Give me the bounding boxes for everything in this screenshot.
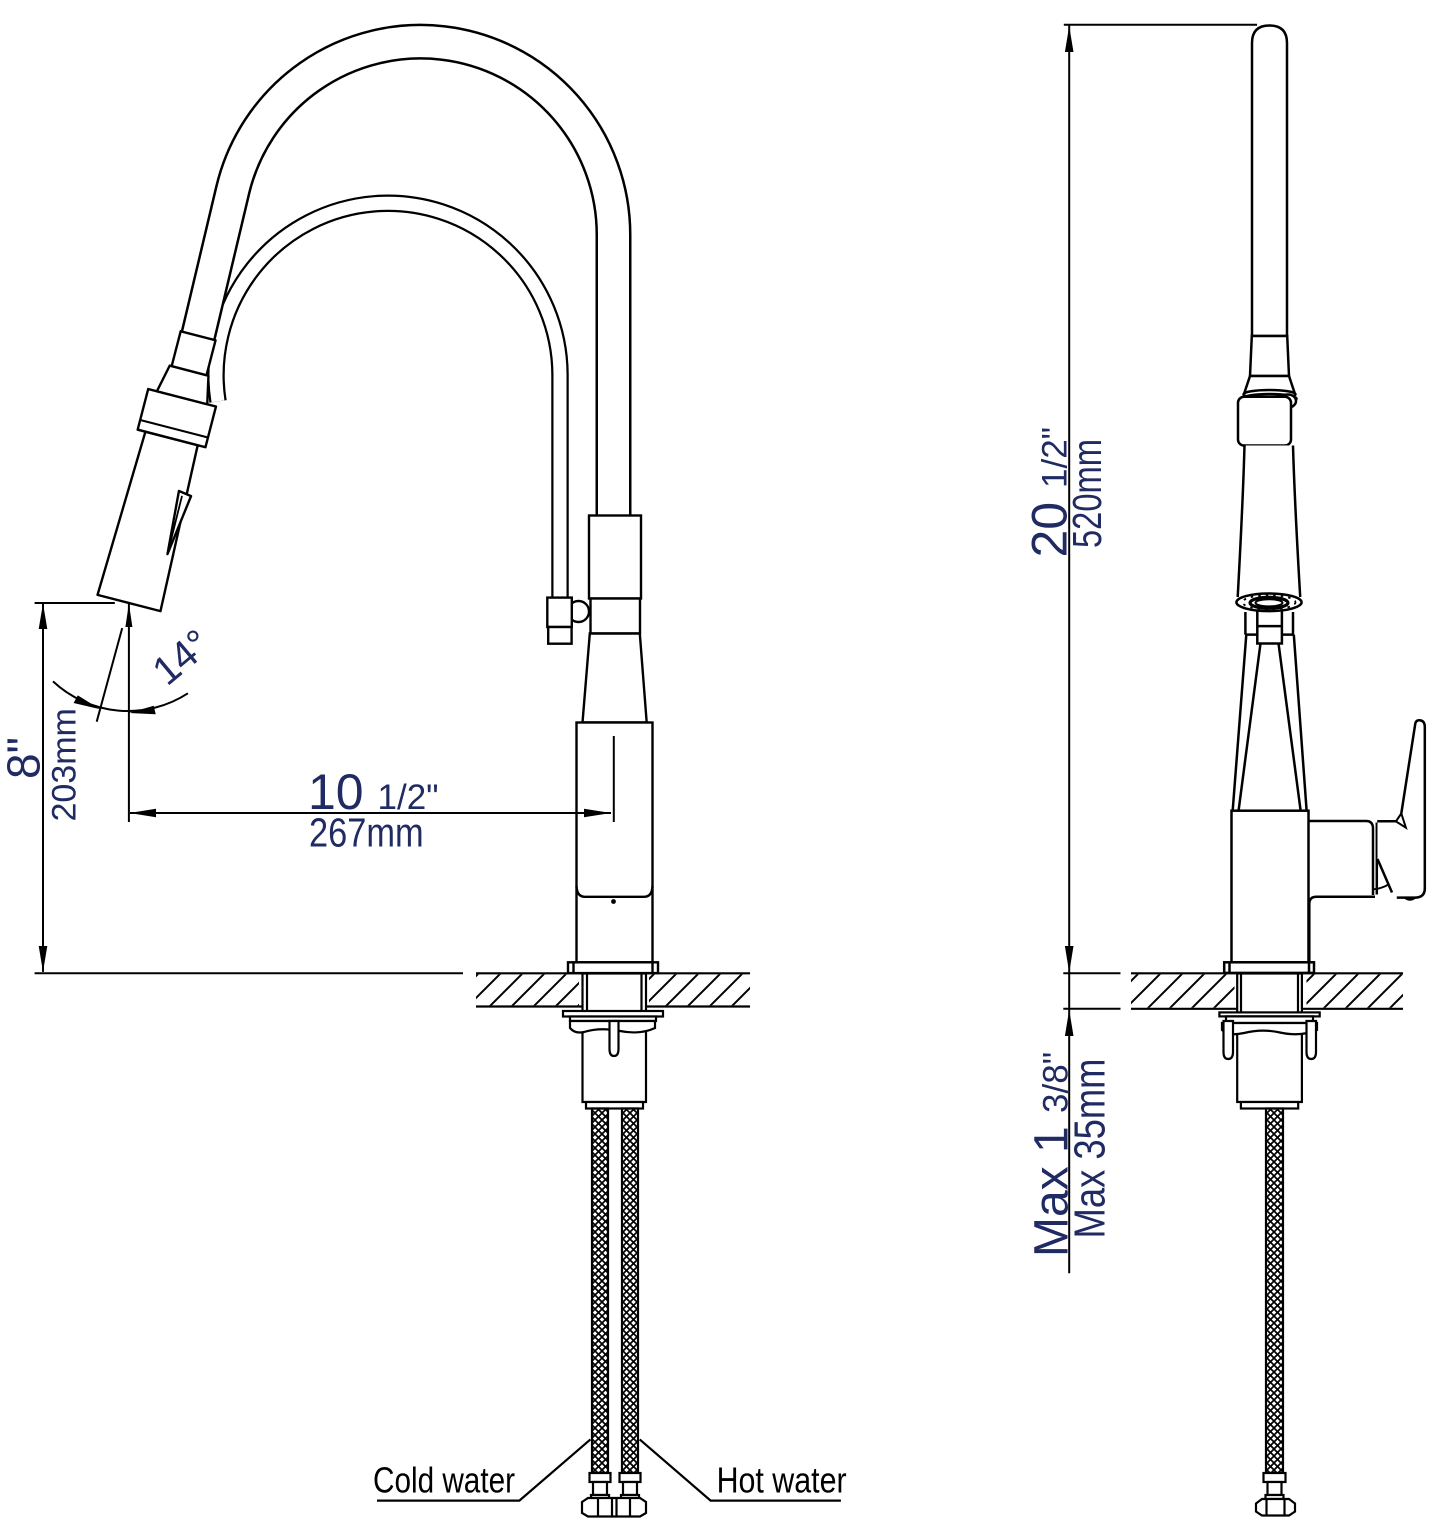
- svg-text:203mm: 203mm: [45, 708, 83, 821]
- svg-text:10 1/2": 10 1/2": [308, 764, 439, 820]
- svg-text:Cold water: Cold water: [373, 1460, 515, 1501]
- svg-text:Hot water: Hot water: [717, 1460, 847, 1501]
- svg-text:8": 8": [0, 737, 50, 779]
- svg-text:Max 35mm: Max 35mm: [1066, 1059, 1115, 1239]
- svg-text:520mm: 520mm: [1064, 439, 1110, 548]
- svg-text:267mm: 267mm: [309, 810, 424, 856]
